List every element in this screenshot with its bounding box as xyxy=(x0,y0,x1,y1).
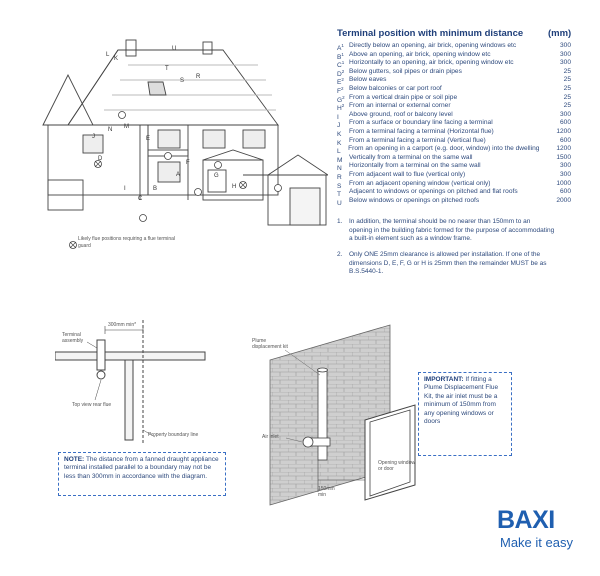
svg-text:F: F xyxy=(186,160,190,166)
house-diagram: LK U T S R J N M D E F G H I A B C xyxy=(42,39,328,249)
svg-text:B: B xyxy=(153,186,157,192)
svg-text:J: J xyxy=(92,134,95,140)
plume-wall-diagram xyxy=(269,324,416,506)
svg-text:T: T xyxy=(165,66,169,72)
svg-text:K: K xyxy=(114,56,118,62)
boundary-plan-diagram xyxy=(55,320,206,445)
dim-300mm-label: 300mm min* xyxy=(108,322,137,328)
svg-text:L: L xyxy=(106,52,110,58)
svg-text:U: U xyxy=(172,46,176,52)
plume-kit-label: Plume displacement kit xyxy=(252,338,288,350)
svg-text:R: R xyxy=(196,74,201,80)
terminal-assembly-label: Terminal assembly xyxy=(62,332,84,344)
svg-text:G: G xyxy=(214,173,219,179)
table-title: Terminal position with minimum distance xyxy=(337,28,524,39)
svg-text:A: A xyxy=(176,172,180,178)
table-unit: (mm) xyxy=(548,28,572,39)
boundary-line-label: Property boundary line xyxy=(148,432,199,438)
svg-text:E: E xyxy=(146,136,150,142)
note-2: 2.Only ONE 25mm clearance is allowed per… xyxy=(337,251,547,276)
important-box: IMPORTANT: If fitting a Plume Displaceme… xyxy=(418,372,512,456)
svg-text:I: I xyxy=(124,186,126,192)
air-inlet-label: Air inlet xyxy=(262,434,279,440)
baxi-logo: BAXI xyxy=(497,506,555,534)
svg-text:D: D xyxy=(98,156,103,162)
svg-text:M: M xyxy=(124,124,129,130)
note-1: 1.In addition, the terminal should be no… xyxy=(337,218,555,243)
svg-text:S: S xyxy=(180,78,184,84)
note-box: NOTE: The distance from a fanned draught… xyxy=(58,452,226,496)
svg-text:C: C xyxy=(138,196,143,202)
dim-150mm-label: 150mm min xyxy=(318,486,335,498)
brand-tagline: Make it easy xyxy=(500,535,573,550)
svg-text:H: H xyxy=(232,184,236,190)
opening-window-label: Opening window or door xyxy=(378,460,415,472)
top-view-label: Top view rear flue xyxy=(72,402,112,408)
svg-text:N: N xyxy=(108,127,112,133)
house-caption: Likely flue positions requiring a flue t… xyxy=(78,236,175,249)
